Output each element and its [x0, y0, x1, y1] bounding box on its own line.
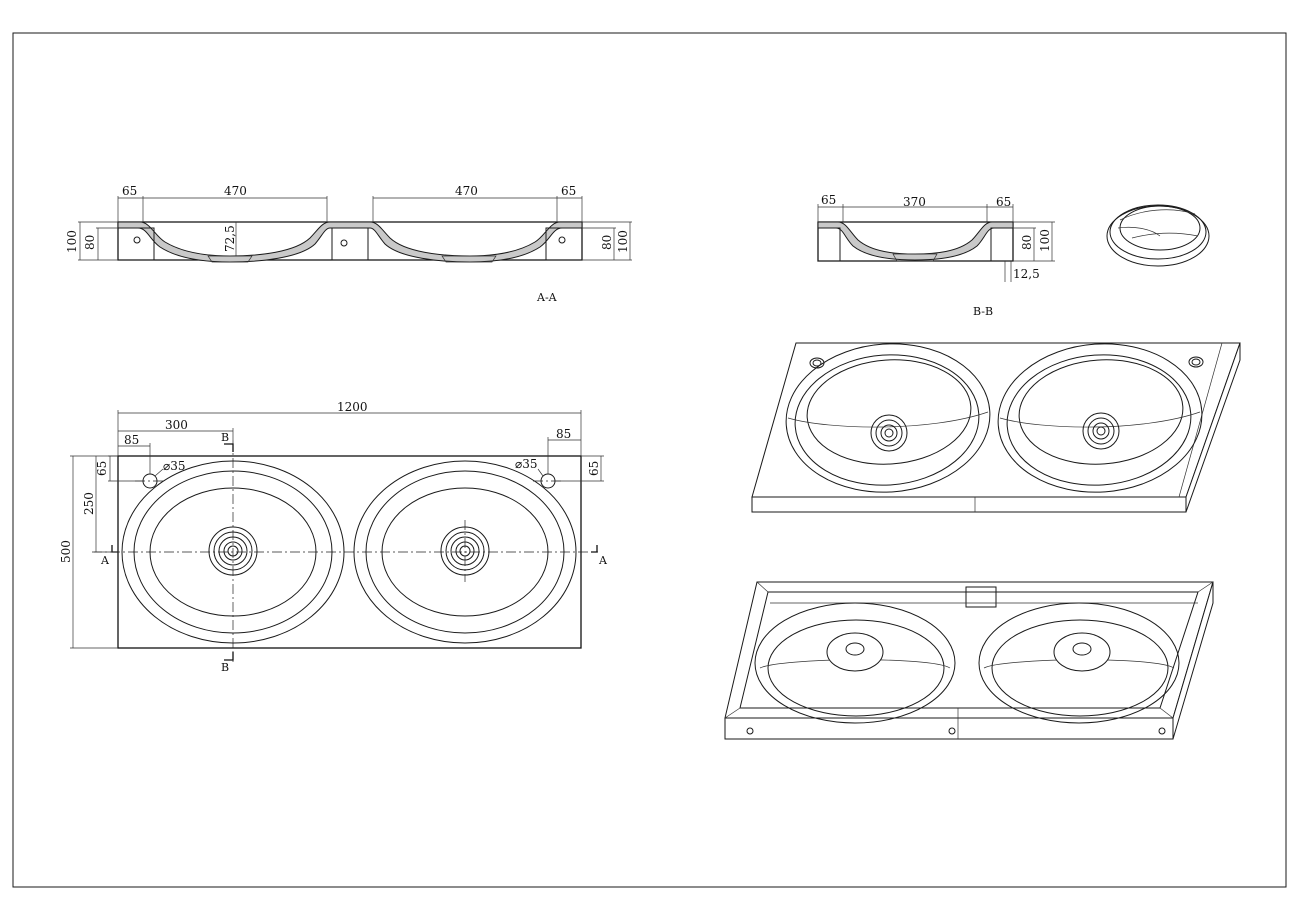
- support-bb-right: [990, 227, 1014, 262]
- sheet-border: [12, 32, 1287, 888]
- dim-bb-right-edge: 65: [996, 195, 1011, 209]
- overflow-hole-center-icon: [340, 239, 348, 247]
- section-mark-a-left: A: [100, 554, 110, 567]
- plan-view: B B A A 1200 300 85 85 65 65 ⌀35: [59, 400, 608, 674]
- iso-bottom-drain-right: [1053, 632, 1111, 672]
- section-mark-a-right: A: [598, 554, 608, 567]
- support-left: [117, 227, 155, 261]
- dim-bb-inner: 80: [1020, 235, 1034, 250]
- dim-hole-diameter-right: ⌀35: [515, 457, 538, 471]
- dim-hole-offset-left: 85: [124, 433, 139, 447]
- drain-stub-bb: [892, 253, 938, 262]
- support-right: [545, 227, 583, 261]
- iso-drain-left-icon: [870, 414, 908, 452]
- drain-stub-left: [207, 255, 253, 263]
- dim-hole-edge-right: 65: [587, 461, 601, 476]
- iso-top-view: [751, 342, 1241, 513]
- dim-to-basin-center: 300: [165, 418, 188, 432]
- iso-drain-right-icon: [1082, 412, 1120, 450]
- dim-overall-depth: 500: [59, 540, 73, 563]
- dim-aa-basin-right: 470: [455, 184, 478, 198]
- center-rib: [965, 586, 997, 608]
- section-mark-b-top: B: [221, 431, 229, 444]
- dim-aa-left-inner: 80: [83, 235, 97, 250]
- dim-aa-left-edge: 65: [122, 184, 137, 198]
- drain-stub-right: [441, 255, 497, 263]
- dim-aa-right-edge: 65: [561, 184, 576, 198]
- section-bb-label: B-B: [973, 305, 993, 318]
- iso-bottom-drain-left: [826, 632, 884, 672]
- dim-hole-edge-left: 65: [95, 461, 109, 476]
- drain-cap-iso-view: [1106, 204, 1210, 267]
- dim-bb-thickness: 12,5: [1013, 267, 1040, 281]
- section-mark-b-bottom: B: [221, 661, 229, 674]
- section-aa-label: A-A: [536, 291, 558, 304]
- dim-aa-right-inner: 80: [600, 235, 614, 250]
- dim-hole-diameter-left: ⌀35: [163, 459, 186, 473]
- dim-aa-left-total: 100: [65, 230, 79, 253]
- overflow-hole-right-icon: [558, 236, 566, 244]
- dim-hole-offset-right: 85: [556, 427, 571, 441]
- dim-aa-bowl-depth: 72,5: [223, 225, 237, 252]
- dim-bb-total: 100: [1038, 229, 1052, 252]
- dim-aa-right-total: 100: [616, 230, 630, 253]
- dim-half-depth: 250: [82, 492, 96, 515]
- support-center: [331, 227, 369, 261]
- overflow-hole-left-icon: [133, 236, 141, 244]
- dim-overall-width: 1200: [337, 400, 368, 414]
- support-bb-left: [817, 227, 841, 262]
- section-bb-view: 65 370 65 80 100 12,5 B-B: [817, 193, 1055, 318]
- section-aa-view: 65 470 470 65 100 80 80 100 72,5 A-A: [65, 184, 632, 304]
- dim-bb-basin: 370: [903, 195, 926, 209]
- dim-bb-left-edge: 65: [821, 193, 836, 207]
- dim-aa-basin-left: 470: [224, 184, 247, 198]
- iso-bottom-view: [724, 581, 1214, 740]
